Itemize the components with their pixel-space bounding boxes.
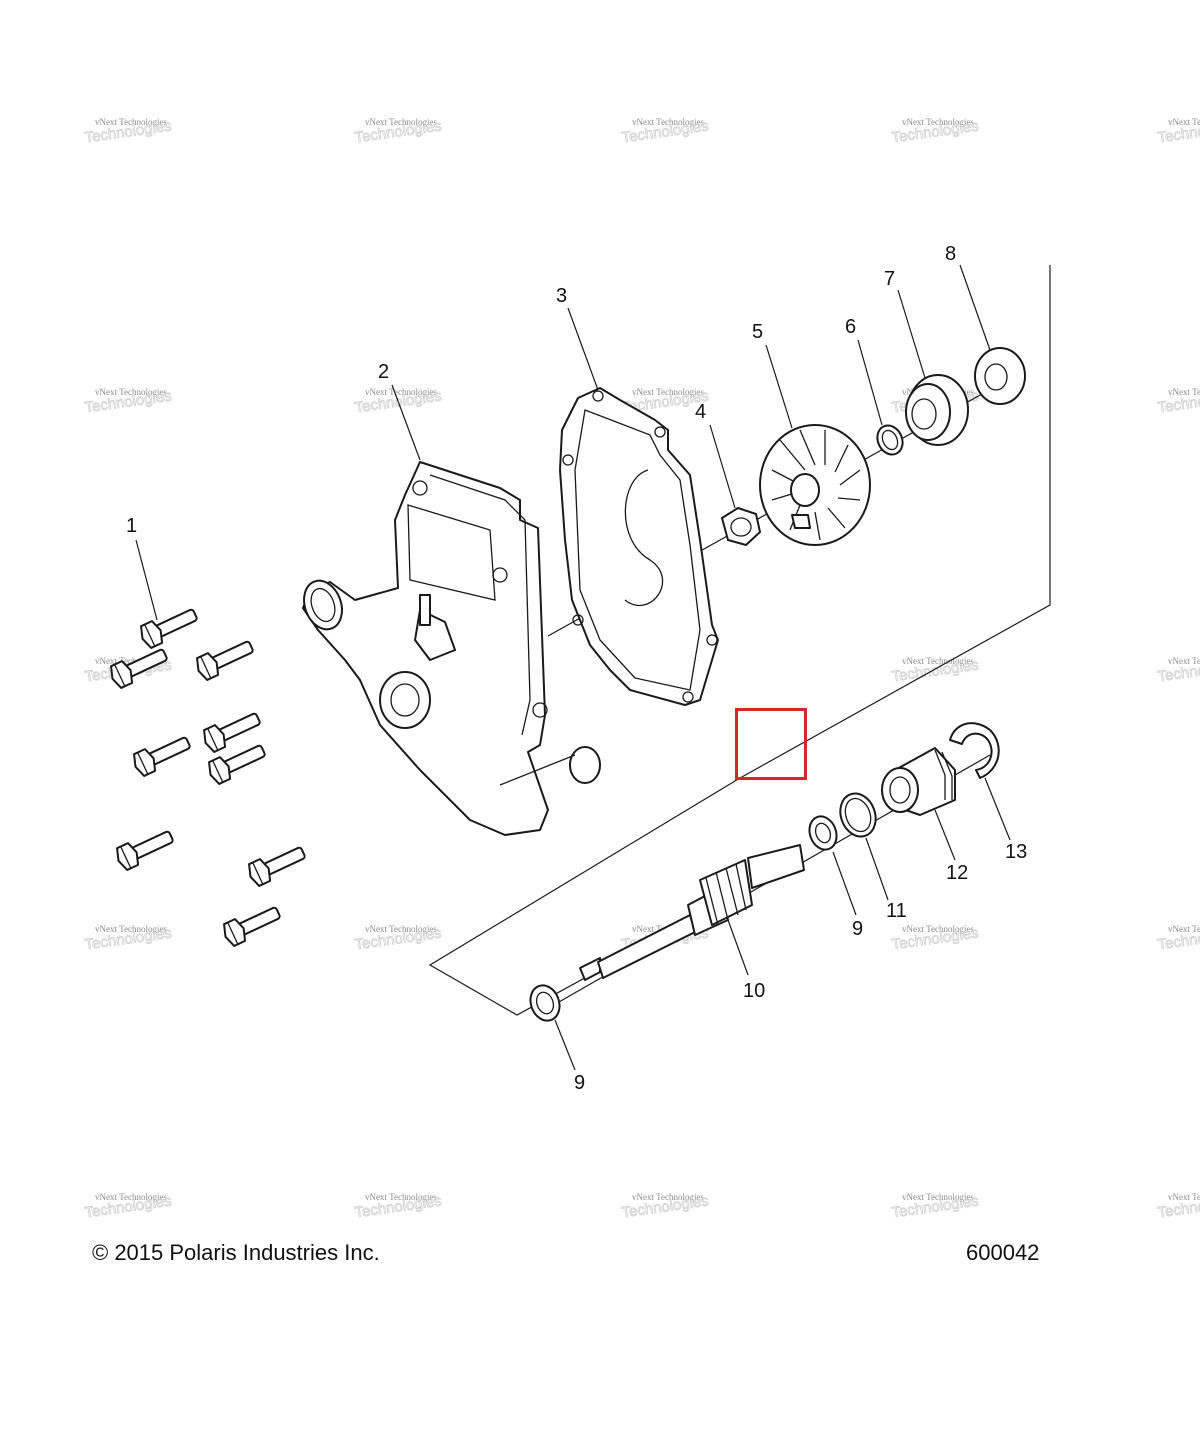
callout-13: 13 — [1005, 841, 1027, 863]
callout-11: 11 — [886, 900, 907, 922]
callout-7: 7 — [884, 268, 895, 290]
watermark-text: vNext Technologies — [632, 117, 704, 127]
callout-labels: 1 2 3 4 5 6 7 8 9 10 11 12 13 9 — [126, 243, 1027, 1094]
washer-inner — [535, 991, 555, 1015]
callout-10: 10 — [743, 980, 765, 1002]
nut — [721, 507, 761, 546]
watermark-text: vNext Technologies — [1168, 387, 1200, 397]
callout-6: 6 — [845, 316, 856, 338]
o-ring — [839, 792, 877, 838]
shaft — [579, 844, 805, 981]
o-ring-inner — [881, 429, 899, 451]
bearing — [905, 374, 969, 446]
watermark-text: vNext Technologies — [365, 387, 437, 397]
copyright-text: © 2015 Polaris Industries Inc. — [92, 1240, 380, 1265]
watermark-text: vNext Technologies — [1168, 924, 1200, 934]
o-ring-inner — [844, 797, 872, 833]
bolt — [208, 744, 266, 785]
bolt — [248, 846, 306, 887]
bolt — [196, 640, 254, 681]
watermark-text: vNext Technologies — [95, 924, 167, 934]
watermark-text: vNext Technologies — [95, 387, 167, 397]
watermark-text: vNext Technologies — [902, 656, 974, 666]
watermark-text: vNext Technologies — [95, 117, 167, 127]
callout-2: 2 — [378, 361, 389, 383]
watermark-text: vNext Technologies — [365, 117, 437, 127]
callout-9: 9 — [852, 918, 863, 940]
washer — [808, 815, 838, 851]
washer — [529, 984, 561, 1022]
bolt-group — [110, 608, 306, 947]
bushing — [881, 747, 956, 816]
callout-1: 1 — [126, 515, 137, 537]
watermark-text: vNext Technologies — [902, 924, 974, 934]
watermark-text: vNext Technologies — [365, 924, 437, 934]
impeller — [759, 424, 871, 546]
watermark-text: vNext Technologies — [1168, 117, 1200, 127]
watermark-text: vNext Technologies — [95, 1192, 167, 1202]
callout-4: 4 — [695, 401, 706, 423]
snap-ring — [949, 722, 1000, 779]
gasket — [559, 387, 719, 706]
leader-lines — [135, 264, 1011, 1071]
watermark-text: vNext Technologies — [632, 387, 704, 397]
bolt — [203, 712, 261, 753]
bolt — [110, 648, 168, 689]
callout-3: 3 — [556, 285, 567, 307]
watermark-text: vNext Technologies — [95, 656, 167, 666]
bolt — [116, 830, 174, 871]
callout-8: 8 — [945, 243, 956, 265]
bolt — [140, 608, 198, 649]
diagram-id: 600042 — [966, 1240, 1040, 1265]
watermark-text: vNext Technologies — [902, 117, 974, 127]
watermark-text: vNext Technologies — [1168, 656, 1200, 666]
callout-5: 5 — [752, 321, 763, 343]
highlight-box — [735, 708, 807, 780]
washer-inner — [814, 822, 832, 844]
water-pump-cover — [302, 461, 601, 836]
watermark-text: vNext Technologies — [902, 1192, 974, 1202]
bolt — [223, 906, 281, 947]
callout-12: 12 — [946, 862, 968, 884]
watermark-text: vNext Technologies — [365, 1192, 437, 1202]
bolt — [133, 736, 191, 777]
callout-9-lower: 9 — [574, 1072, 585, 1094]
seal — [974, 347, 1026, 405]
o-ring — [876, 424, 904, 456]
watermark-text: vNext Technologies — [1168, 1192, 1200, 1202]
watermark-text: vNext Technologies — [632, 1192, 704, 1202]
